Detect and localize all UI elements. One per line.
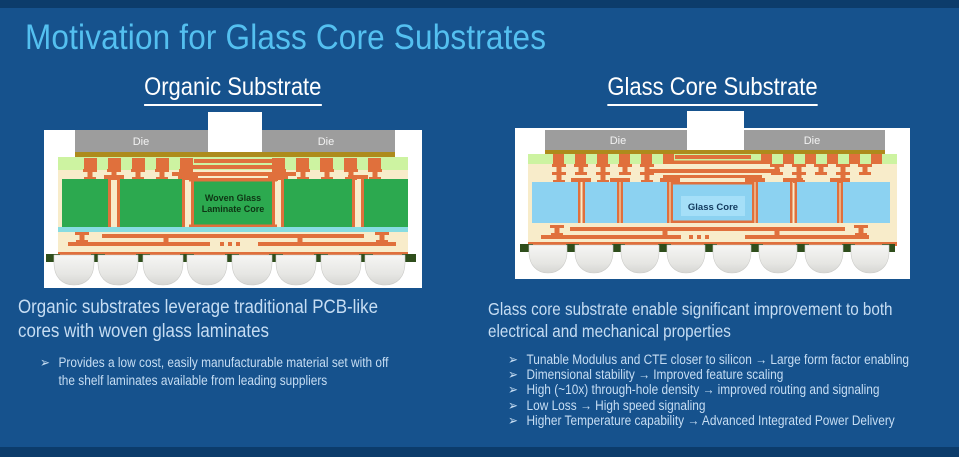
organic-summary: Organic substrates leverage traditional … (18, 297, 378, 342)
glass-bullet-list: ➢ Tunable Modulus and CTE closer to sili… (508, 352, 959, 428)
glass-header-text: Glass Core Substrate (607, 73, 818, 106)
organic-substrate-diagram: Die Die Woven Glass Laminat (44, 112, 422, 288)
die-attach-gold-layer (75, 152, 395, 157)
bullet-item: ➢ High (~10x) through-hole density → imp… (508, 382, 959, 397)
bullet-text: High (~10x) through-hole density → impro… (526, 382, 880, 398)
bullet-text: Higher Temperature capability → Advanced… (526, 412, 895, 428)
glass-core-label: Glass Core (688, 202, 738, 213)
die-label-left: Die (133, 136, 150, 148)
top-edge-strip (0, 0, 959, 8)
woven-glass-core-blocks (62, 179, 408, 227)
organic-bullet-list: ➢ Provides a low cost, easily manufactur… (40, 354, 462, 389)
bullet-text: Tunable Modulus and CTE closer to silico… (526, 352, 910, 367)
die-attach-gold-layer (545, 150, 885, 154)
bullet-arrow-icon: ➢ (508, 397, 518, 413)
bullet-arrow-icon: ➢ (40, 355, 50, 370)
bullet-arrow-icon: ➢ (508, 412, 518, 428)
die-label-right: Die (804, 135, 821, 147)
bullet-item: ➢ Low Loss → High speed signaling (508, 398, 959, 413)
glass-column-header: Glass Core Substrate (515, 73, 910, 106)
glass-core-label-band (681, 196, 745, 216)
bullet-item: ➢ Higher Temperature capability → Advanc… (508, 413, 959, 428)
bottom-edge-strip (0, 447, 959, 457)
bullet-arrow-icon: ➢ (508, 382, 518, 398)
bullet-item: ➢ Dimensional stability → Improved featu… (508, 367, 959, 382)
cyan-layer (58, 227, 408, 232)
bullet-arrow-icon: ➢ (508, 352, 518, 367)
core-label-line1: Woven Glass (205, 193, 261, 203)
bullet-item: ➢ Tunable Modulus and CTE closer to sili… (508, 352, 959, 367)
center-lid-block (687, 111, 744, 152)
bullet-text: Provides a low cost, easily manufacturab… (58, 355, 389, 388)
core-through-vias (108, 179, 364, 227)
die-label-left: Die (610, 135, 627, 147)
through-glass-vias (578, 182, 843, 223)
center-lid-block (208, 112, 262, 152)
glass-core-substrate-diagram: Die Die (515, 111, 910, 279)
organic-header-text: Organic Substrate (144, 73, 322, 106)
copper-routing-top (83, 158, 382, 181)
bullet-text: Low Loss → High speed signaling (526, 397, 706, 413)
organic-column-header: Organic Substrate (44, 73, 422, 106)
bullet-item: ➢ Provides a low cost, easily manufactur… (40, 354, 462, 389)
core-label-line2: Laminate Core (202, 204, 265, 214)
bullet-arrow-icon: ➢ (508, 367, 518, 383)
bullet-text: Dimensional stability → Improved feature… (526, 367, 784, 383)
die-label-right: Die (318, 136, 335, 148)
glass-summary: Glass core substrate enable significant … (488, 299, 893, 342)
copper-routing-top (552, 154, 882, 183)
page-title: Motivation for Glass Core Substrates (25, 18, 547, 57)
